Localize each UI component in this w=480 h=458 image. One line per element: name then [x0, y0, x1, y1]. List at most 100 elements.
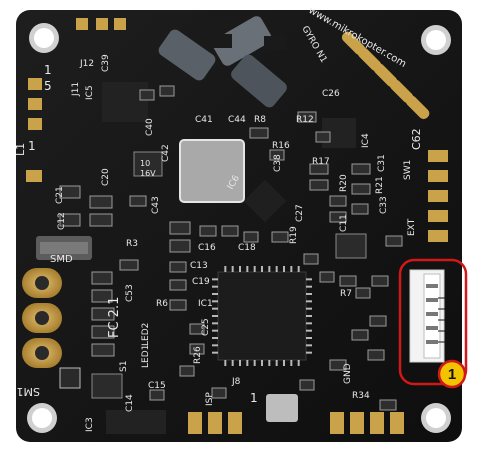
mounting-holes — [27, 23, 451, 433]
silk-r20: R20 — [339, 174, 349, 192]
silk-c25: C25 — [201, 318, 211, 336]
silk-num-1: 1 — [44, 63, 52, 77]
left-pads — [26, 78, 42, 182]
switch-button — [59, 367, 81, 389]
qfp-pin — [268, 360, 271, 366]
smd-part — [211, 387, 227, 399]
smd-part — [221, 225, 239, 237]
smd-part — [385, 235, 403, 247]
silk-s1: S1 — [119, 361, 129, 372]
smd-part — [371, 275, 389, 287]
silk-r21: R21 — [375, 176, 385, 194]
qfp-pin — [306, 329, 312, 332]
qfp-pin — [212, 322, 218, 325]
pin-label-4: 4 — [450, 327, 456, 338]
smd-part — [89, 195, 113, 209]
smd-part — [303, 253, 319, 265]
silk-c26: C26 — [322, 89, 340, 99]
smd-part — [297, 111, 317, 123]
silk-cap-10: 10 — [140, 159, 150, 168]
silk-j11: J11 — [71, 82, 81, 97]
smd-part — [129, 195, 147, 207]
smd-part — [199, 225, 217, 237]
qfp-pin — [239, 360, 241, 366]
qfp-pin — [306, 322, 312, 325]
qfp-pin — [261, 266, 263, 272]
qfp-pin — [306, 300, 312, 303]
qfp-pin — [306, 285, 312, 288]
silk-r16: R16 — [272, 141, 290, 151]
silk-r17: R17 — [312, 157, 330, 167]
silk-c14: C14 — [125, 394, 135, 412]
ic-chips — [102, 82, 356, 434]
silk-c16: C16 — [198, 243, 216, 253]
smd-part — [91, 307, 115, 321]
qfp-pins — [212, 266, 312, 366]
silk-c13: C13 — [190, 261, 208, 271]
smd-part — [329, 211, 347, 223]
smd-part — [89, 213, 113, 227]
qfp-pin — [246, 360, 249, 366]
top-pads — [76, 18, 126, 30]
qfp-pin — [306, 307, 312, 310]
silk-r19: R19 — [289, 226, 299, 244]
smd-part — [169, 239, 191, 253]
silk-ic5: IC5 — [85, 85, 95, 100]
silk-sw1: SW1 — [403, 160, 413, 180]
qfp-pin — [290, 360, 293, 366]
smd-part — [299, 379, 315, 391]
tantalum-capacitors — [91, 151, 367, 399]
silk-c42: C42 — [161, 144, 171, 162]
smd-part — [271, 231, 289, 243]
silk-c43: C43 — [151, 196, 161, 214]
smd-part — [269, 149, 285, 161]
silk-r7: R7 — [340, 289, 352, 299]
smd-part — [189, 323, 205, 335]
silk-c18: C18 — [238, 243, 256, 253]
qfp-pin — [212, 315, 218, 317]
gyro-sensors — [158, 16, 287, 108]
silk-c53: C53 — [125, 284, 135, 302]
silk-r12: R12 — [296, 115, 314, 125]
silk-c41: C41 — [195, 115, 213, 125]
pin-label-2: 2 — [450, 305, 456, 316]
silk-r8: R8 — [254, 115, 266, 125]
silk-gnd: GND — [343, 363, 353, 384]
qfp-pin — [275, 266, 278, 272]
silk-smd: SMD — [50, 254, 73, 265]
qfp-pin — [275, 360, 278, 366]
qfp-pin — [212, 278, 218, 281]
silk-num-1c: 1 — [250, 391, 258, 405]
silk-l1: L1 — [14, 143, 27, 156]
silk-c20: C20 — [101, 168, 111, 186]
qfp-pin — [212, 329, 218, 332]
pin-leader-lines — [438, 297, 448, 343]
qfp-pin — [283, 360, 285, 366]
smd-part — [315, 131, 331, 143]
smd-part — [319, 271, 335, 283]
connector-jst — [409, 269, 445, 363]
right-pads — [428, 150, 448, 242]
smd-part — [91, 325, 115, 339]
silk-r6: R6 — [156, 299, 168, 309]
small-crystal — [266, 394, 298, 422]
qfp-pin — [306, 351, 312, 354]
silk-c38: C38 — [273, 154, 283, 172]
smd-part — [355, 287, 371, 299]
callout-number: 1 — [448, 366, 456, 383]
qfp-pin — [297, 360, 300, 366]
smd-part — [59, 213, 81, 227]
smd-part — [169, 261, 187, 273]
qfp-pin — [261, 360, 263, 366]
smd-part — [189, 343, 205, 355]
smd-part — [309, 163, 329, 175]
silk-num-5: 5 — [44, 79, 52, 93]
smd-part — [369, 315, 387, 327]
qfp-pin — [283, 266, 285, 272]
silk-r34: R34 — [352, 391, 370, 401]
qfp-pin — [268, 266, 271, 272]
qfp-pin — [306, 315, 312, 317]
silk-c33: C33 — [379, 196, 389, 214]
